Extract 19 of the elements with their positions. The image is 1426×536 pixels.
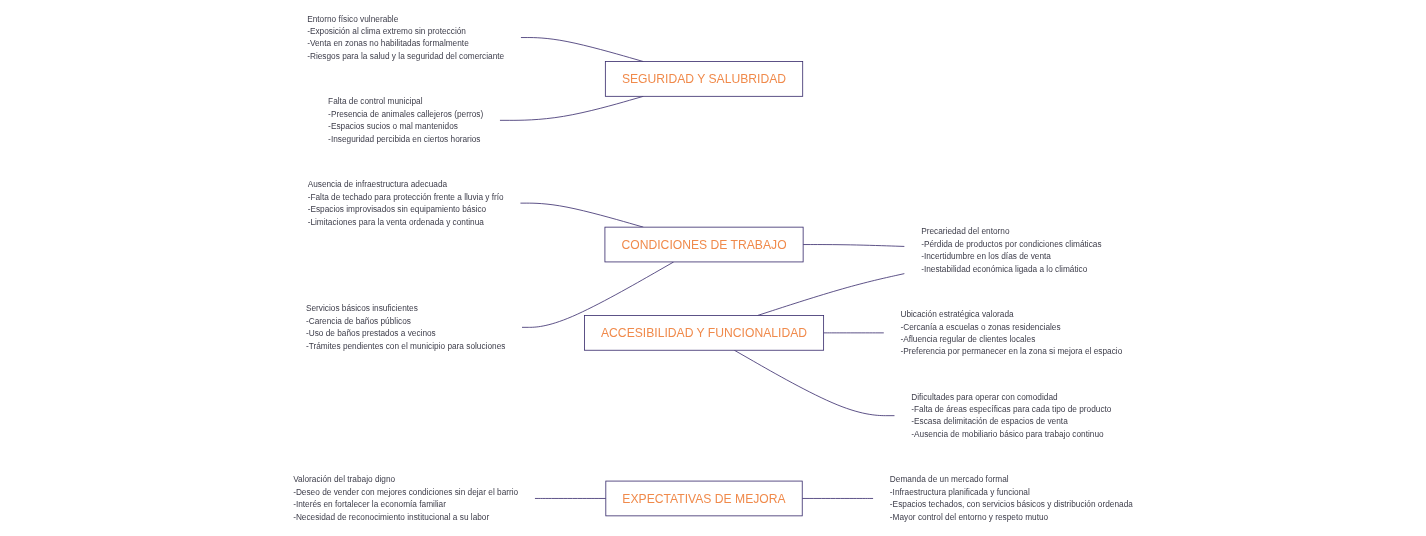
- node-text: Falta de control municipal -Presencia de animales callejeros (perros) -Espacios sucios o mal mantenidos -Inseguridad percibida en ciertos horarios: [328, 96, 484, 144]
- node-text: Ausencia de infraestructura adecuada -Falta de techado para protección frente a lluvia y frío -Espacios improvisados sin equipamiento básico -Limitaciones para la venta ordenada y continua: [307, 179, 504, 227]
- connector: [534, 498, 607, 499]
- node-text: Dificultades para operar con comodidad -Falta de áreas específicas para cada tipo de producto -Escasa delimitación de espacios de venta -Ausencia de mobiliario básico para trabajo continuo: [911, 391, 1112, 439]
- node-text: Servicios básicos insuficientes -Carencia de baños públicos -Uso de baños prestados a vecinos -Trámites pendientes con el municipio para soluciones: [305, 303, 506, 351]
- connector: [823, 332, 885, 334]
- connector: [519, 202, 644, 228]
- node-text: Valoración del trabajo digno -Deseo de vender con mejores condiciones sin dejar el barrio -Interés en fortalecer la economía familiar -Necesidad de reconocimiento institucional a su labor: [293, 474, 519, 522]
- node-box: EXPECTATIVAS DE MEJORA: [605, 480, 803, 517]
- connector: [802, 244, 905, 247]
- connector: [801, 498, 874, 499]
- connector: [521, 261, 675, 328]
- node-text: Demanda de un mercado formal -Infraestructura planificada y funcional -Espacios techados, con servicios básicos y distribución ordenada -Mayor control del entorno y respeto mutuo: [889, 474, 1133, 522]
- node-box: ACCESIBILIDAD Y FUNCIONALIDAD: [584, 315, 825, 351]
- node-text: Entorno físico vulnerable -Exposición al clima extremo sin protección -Venta en zonas no habilitadas formalmente -Riesgos para la salud y la seguridad del comerciante: [307, 13, 505, 61]
- node-box: SEGURIDAD Y SALUBRIDAD: [604, 61, 804, 97]
- node-text: Precariedad del entorno -Pérdida de productos por condiciones climáticas -Incertidumbre en los días de venta -Inestabilidad económica ligada a lo climático: [921, 226, 1102, 273]
- node-text: Ubicación estratégica valorada -Cercanía a escuelas o zonas residenciales -Afluencia regular de clientes locales -Preferencia por permanecer en la zona si mejora el espacio: [900, 309, 1123, 356]
- node-box: CONDICIONES DE TRABAJO: [604, 226, 804, 263]
